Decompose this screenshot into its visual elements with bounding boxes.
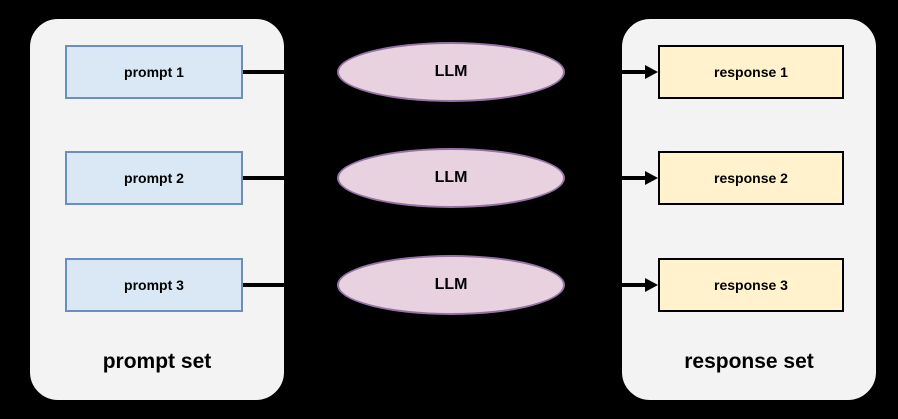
response-2-node: response 2	[658, 151, 844, 205]
prompt-3-label: prompt 3	[124, 277, 184, 293]
prompt-set-label: prompt set	[102, 350, 212, 373]
llm-node-3-label: LLM	[434, 276, 468, 293]
response-2-label: response 2	[714, 170, 788, 186]
response-3-node: response 3	[658, 258, 844, 312]
prompt-1-node: prompt 1	[65, 45, 243, 99]
llm-node-3: LLM	[337, 255, 565, 315]
prompt-2-label: prompt 2	[124, 170, 184, 186]
llm-node-2-label: LLM	[434, 169, 468, 186]
response-3-label: response 3	[714, 277, 788, 293]
response-1-label: response 1	[714, 64, 788, 80]
prompt-1-label: prompt 1	[124, 64, 184, 80]
llm-node-2: LLM	[337, 148, 565, 208]
prompt-3-node: prompt 3	[65, 258, 243, 312]
response-1-node: response 1	[658, 45, 844, 99]
prompt-2-node: prompt 2	[65, 151, 243, 205]
llm-node-1: LLM	[337, 42, 565, 102]
llm-node-1-label: LLM	[434, 63, 468, 80]
response-set-label: response set	[684, 350, 814, 373]
